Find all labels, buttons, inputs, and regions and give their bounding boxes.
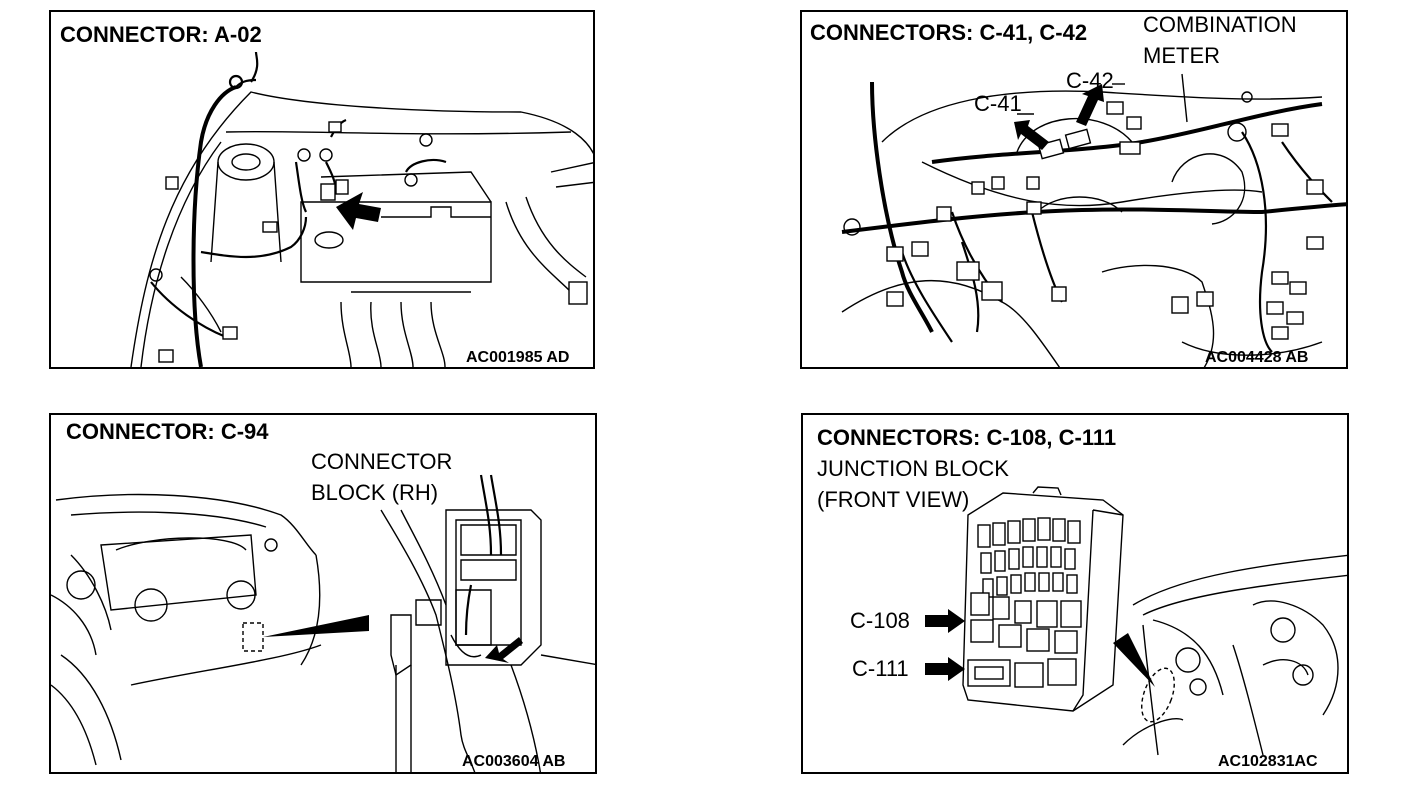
label-block-rh: BLOCK (RH) bbox=[311, 480, 439, 505]
panel-title: CONNECTORS: C-41, C-42 bbox=[810, 20, 1088, 45]
figure-code: AC004428 AB bbox=[1205, 349, 1309, 366]
label-c42: C-42 bbox=[1066, 68, 1114, 93]
engine-bay-illustration bbox=[130, 51, 593, 367]
dashboard-harness-illustration bbox=[841, 73, 1346, 367]
figure-code: AC001985 AD bbox=[466, 349, 570, 366]
arrow-icon bbox=[336, 192, 381, 230]
arrow-icon bbox=[1014, 120, 1049, 150]
arrow-icon bbox=[925, 657, 965, 681]
label-junction-block: JUNCTION BLOCK bbox=[817, 456, 1009, 481]
pointer-icon bbox=[1113, 633, 1155, 687]
panel-title: CONNECTORS: C-108, C-111 bbox=[817, 425, 1117, 450]
panel-connectors-c41-c42: CONNECTORS: C-41, C-42 COMBINATION METER… bbox=[800, 10, 1348, 369]
label-meter: METER bbox=[1143, 43, 1220, 68]
fuse-grid bbox=[967, 517, 1082, 688]
label-c108: C-108 bbox=[850, 608, 910, 633]
label-combination: COMBINATION bbox=[1143, 12, 1297, 37]
figure-code: AC102831AC bbox=[1218, 753, 1318, 770]
panel-connector-a02: CONNECTOR: A-02 AC001985 AD bbox=[49, 10, 595, 369]
label-connector: CONNECTOR bbox=[311, 449, 453, 474]
arrow-icon bbox=[1076, 84, 1104, 126]
label-front-view: (FRONT VIEW) bbox=[817, 487, 970, 512]
panel-connectors-c108-c111: CONNECTORS: C-108, C-111 JUNCTION BLOCK … bbox=[801, 413, 1349, 774]
junction-block-illustration bbox=[925, 486, 1347, 756]
label-c41: C-41 bbox=[974, 91, 1022, 116]
pointer-icon bbox=[263, 615, 369, 637]
panel-title: CONNECTOR: A-02 bbox=[60, 22, 262, 47]
connector-block-illustration bbox=[51, 474, 595, 772]
label-c111: C-111 bbox=[852, 656, 909, 681]
arrow-icon bbox=[485, 637, 523, 663]
arrow-icon bbox=[925, 609, 965, 633]
panel-connector-c94: CONNECTOR: C-94 CONNECTOR BLOCK (RH) AC0… bbox=[49, 413, 597, 774]
panel-title: CONNECTOR: C-94 bbox=[66, 419, 269, 444]
figure-code: AC003604 AB bbox=[462, 753, 566, 770]
